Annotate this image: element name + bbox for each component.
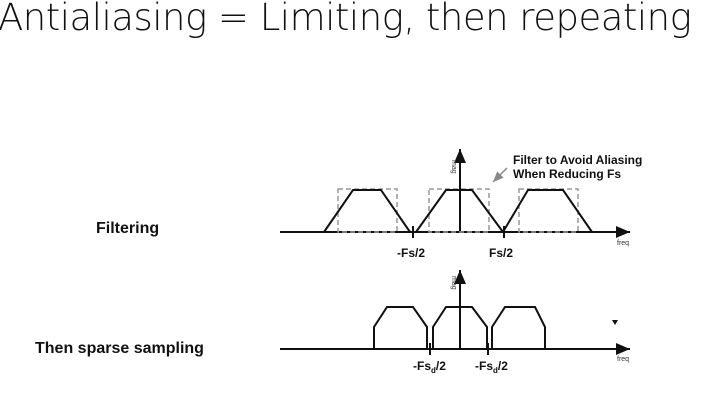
- spectrum-replica: [323, 189, 411, 233]
- mag-label: mag: [450, 276, 457, 290]
- freq-label: freq: [617, 356, 629, 363]
- tick-label-neg: -Fs/2: [397, 246, 425, 260]
- tick-label-neg-fsd-2: -Fsd/2: [475, 359, 508, 375]
- annotation-line2: When Reducing Fs: [513, 167, 621, 181]
- filter-box: [518, 188, 579, 233]
- top-plot: mag freq -Fs/2 Fs/2 Filter to Avoid Alia…: [280, 149, 642, 260]
- bottom-plot: mag freq -Fsd/2 -Fsd/2: [280, 270, 630, 375]
- spectrum-replica: [373, 306, 428, 349]
- cursor-marker: [612, 320, 618, 325]
- filter-box: [428, 188, 490, 233]
- tick-label-pos: Fs/2: [489, 246, 513, 260]
- spectrum-replica: [432, 306, 488, 349]
- annotation-arrow: [492, 167, 508, 183]
- mag-label: mag: [450, 160, 457, 174]
- tick-label-neg-fsd: -Fsd/2: [413, 359, 446, 375]
- sparse-sampling-label: Then sparse sampling: [35, 340, 204, 357]
- spectrum-replica: [415, 189, 504, 233]
- spectrum-replica: [491, 306, 546, 349]
- slide-title: Antialiasing = Limiting, then repeating: [0, 0, 692, 39]
- freq-label: freq: [617, 240, 629, 247]
- annotation-line1: Filter to Avoid Aliasing: [513, 153, 642, 167]
- filtering-label: Filtering: [96, 220, 160, 237]
- spectrum-replica: [502, 189, 593, 233]
- filter-box: [337, 188, 398, 233]
